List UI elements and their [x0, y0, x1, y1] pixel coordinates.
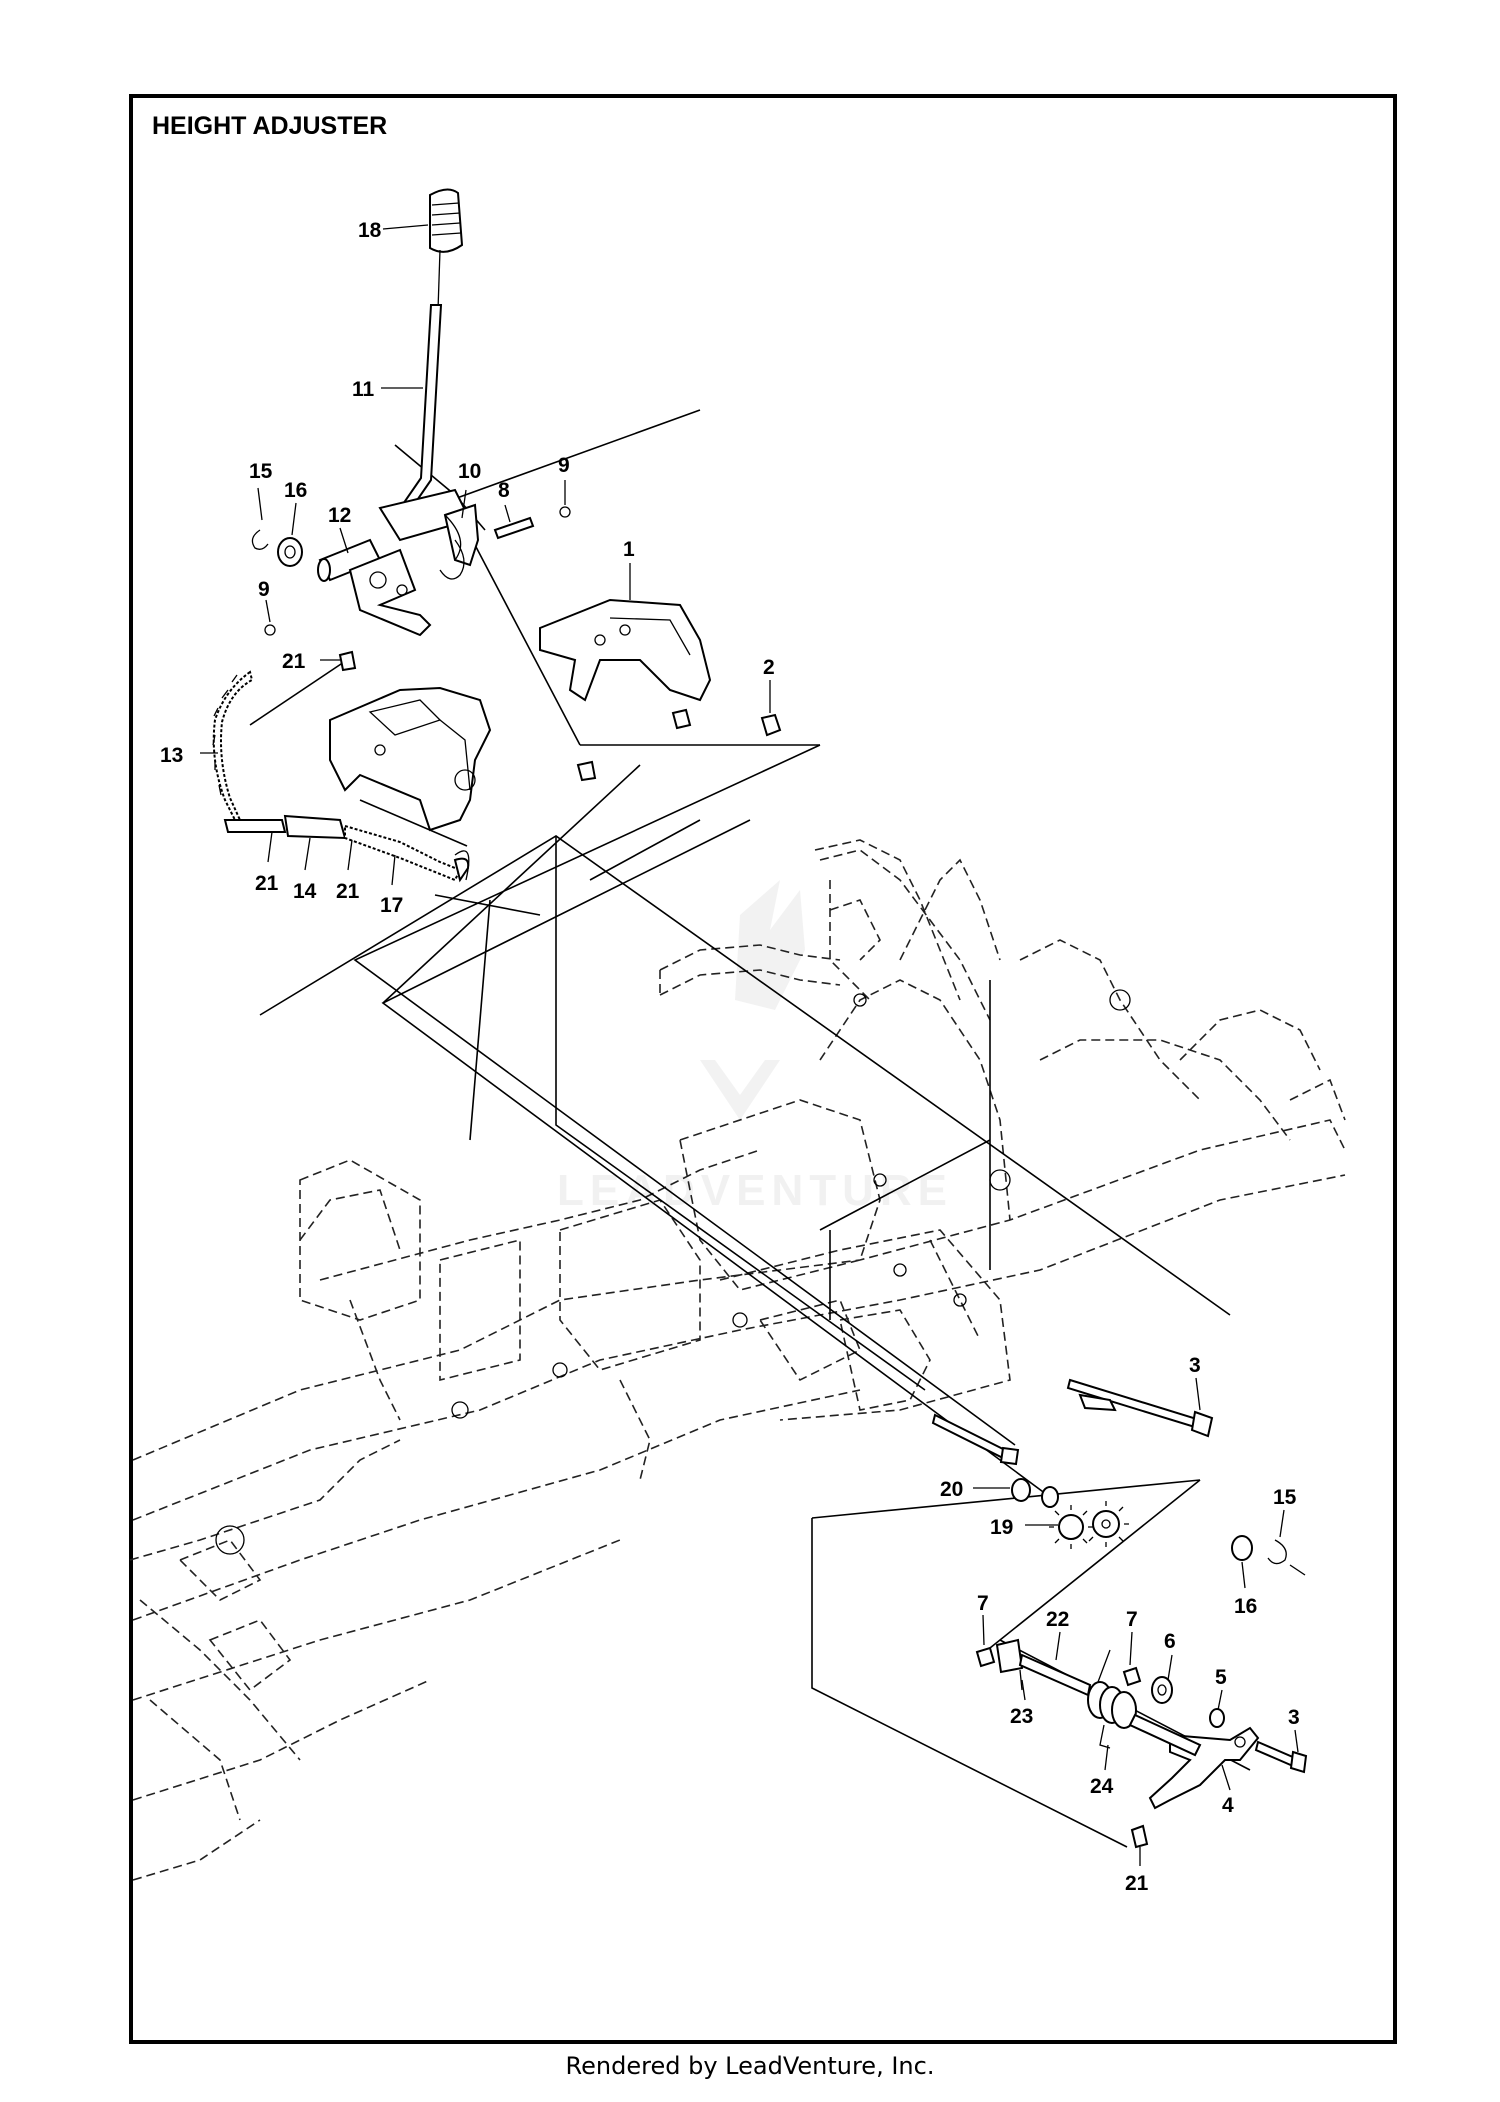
callout-9: 9: [258, 578, 270, 601]
callout-16: 16: [1234, 1595, 1257, 1618]
callout-10: 10: [458, 460, 481, 483]
pedal-assembly: [975, 1638, 1308, 1849]
watermark-logo: LEADVENTURE: [557, 880, 947, 1215]
callout-8: 8: [498, 479, 510, 502]
callout-14: 14: [293, 880, 317, 903]
callout-labels: 18 11 15 16 12 10 8 9 1 9 21 2 13 21 14 …: [160, 219, 1300, 1895]
callout-20: 20: [940, 1478, 963, 1501]
callout-2: 2: [763, 656, 775, 679]
mount-plate: [329, 686, 492, 832]
callout-6: 6: [1164, 1630, 1176, 1653]
footer-credit: Rendered by LeadVenture, Inc.: [565, 2052, 935, 2080]
callout-13: 13: [160, 744, 183, 767]
nut-7a: [975, 1646, 996, 1668]
callout-18: 18: [358, 219, 382, 242]
callout-3: 3: [1189, 1354, 1201, 1377]
tractor-frame: [129, 839, 1346, 1881]
arm-4: [1148, 1726, 1260, 1810]
callout-15: 15: [249, 460, 273, 483]
diagram-title: HEIGHT ADJUSTER: [152, 112, 388, 140]
spring-24: [1087, 1649, 1137, 1749]
callout-9: 9: [558, 454, 570, 477]
washer-6: [1151, 1676, 1173, 1704]
lower-shaft-assembly: [931, 1378, 1306, 1576]
callout-3: 3: [1288, 1706, 1300, 1729]
callout-4: 4: [1222, 1794, 1234, 1817]
callout-11: 11: [352, 378, 375, 401]
washer-20: [1011, 1478, 1031, 1502]
bracket-assembly: [329, 598, 782, 832]
shaft-22: [1018, 1653, 1092, 1697]
callout-12: 12: [328, 504, 351, 527]
diagram-frame: [129, 94, 1397, 2044]
washer-5: [1209, 1708, 1225, 1728]
chain-13: [212, 670, 254, 821]
cover-bracket-1: [539, 598, 712, 702]
callout-22: 22: [1046, 1608, 1069, 1631]
assembly-guide-lines: [249, 409, 1251, 1848]
callout-24: 24: [1090, 1775, 1114, 1798]
bushing-16: [1231, 1535, 1253, 1561]
callout-21: 21: [282, 650, 306, 673]
lever-rod-11: [390, 304, 443, 527]
callout-19: 19: [990, 1516, 1013, 1539]
callout-7: 7: [1126, 1608, 1138, 1631]
knob-18: [429, 188, 464, 253]
callout-21: 21: [336, 880, 360, 903]
leader-lines: [200, 224, 1299, 1866]
callout-23: 23: [1010, 1705, 1033, 1728]
callout-21: 21: [1125, 1872, 1149, 1895]
nut-2: [760, 713, 782, 737]
callout-21: 21: [255, 872, 279, 895]
callout-1: 1: [623, 538, 635, 561]
chain-assembly: [212, 670, 470, 883]
callout-17: 17: [380, 894, 403, 917]
callout-7: 7: [977, 1592, 989, 1615]
lever-assembly: [251, 188, 571, 672]
callout-15: 15: [1273, 1486, 1297, 1509]
callout-5: 5: [1215, 1666, 1227, 1689]
callout-16: 16: [284, 479, 307, 502]
turnbuckle-14: [283, 814, 347, 840]
sprocket-19: [1049, 1501, 1129, 1549]
